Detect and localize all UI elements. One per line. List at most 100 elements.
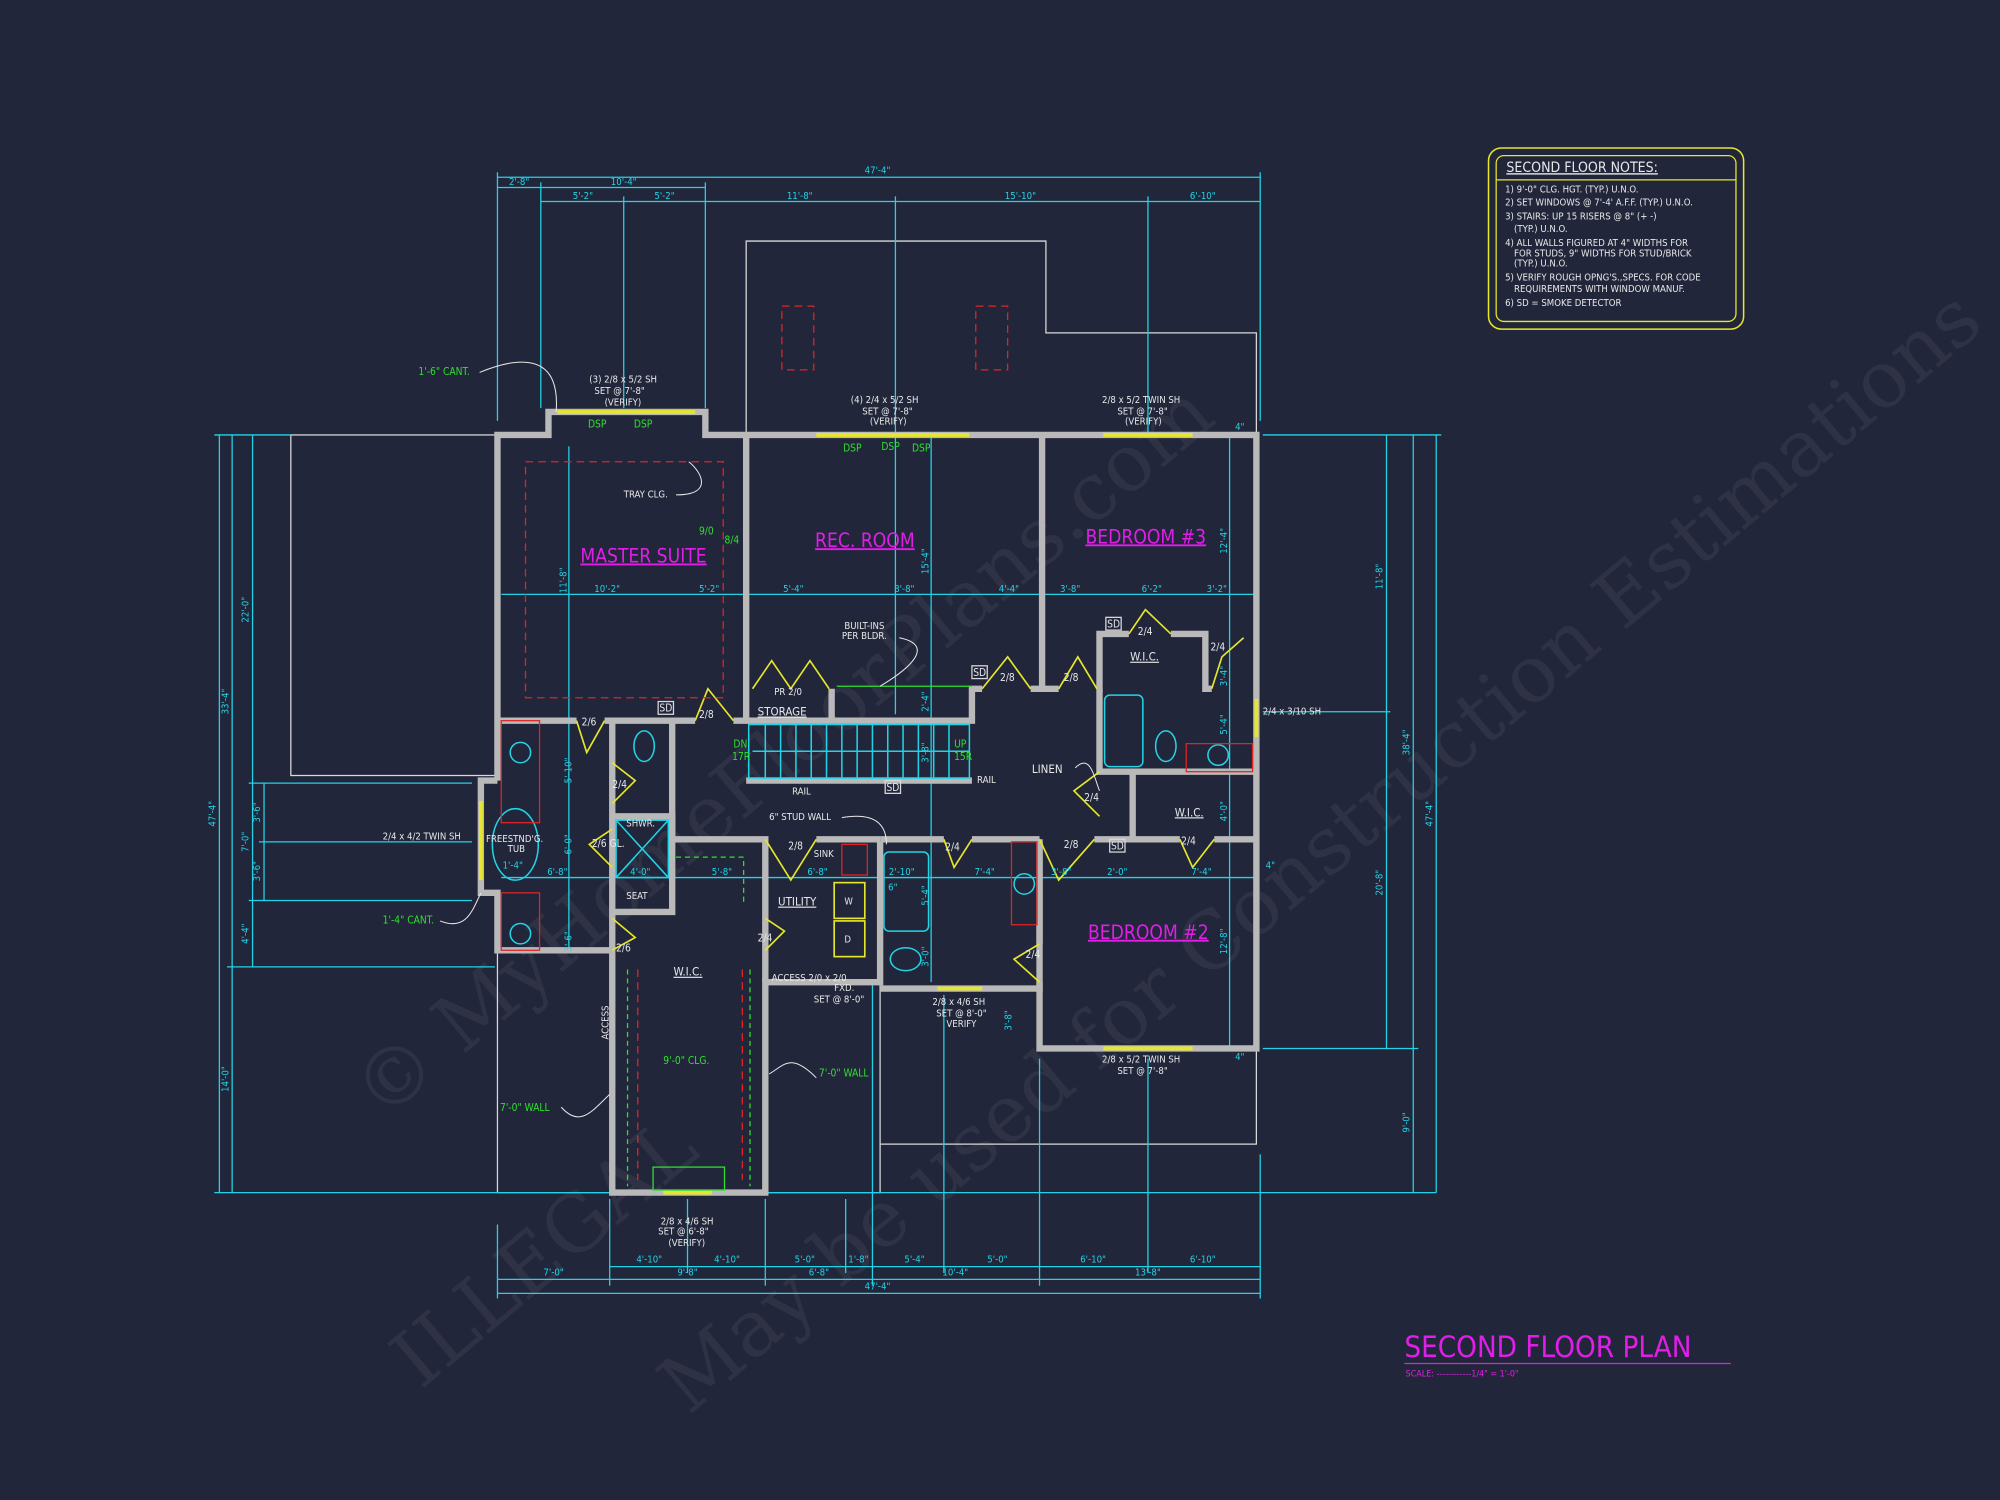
dim: 6'-10" xyxy=(1190,1255,1216,1266)
dim: 5'-0" xyxy=(795,1255,815,1266)
dim: 20'-8" xyxy=(1375,870,1386,896)
leaders xyxy=(439,361,1100,1118)
dim: 10'-4" xyxy=(942,1268,968,1279)
dim: 3'-8" xyxy=(1051,867,1071,878)
dim: 3'-8" xyxy=(921,742,932,762)
stair-up-label: UP xyxy=(954,739,967,750)
dsp-label: DSP xyxy=(881,442,900,453)
tray-ceiling-note: TRAY CLG. xyxy=(623,489,668,500)
dim: 6'-10" xyxy=(1080,1255,1106,1266)
door-label: 2/8 xyxy=(1000,673,1015,684)
dim: 7'-4" xyxy=(1191,867,1211,878)
room-labels: MASTER SUITE REC. ROOM BEDROOM #3 BEDROO… xyxy=(580,525,1208,978)
smoke-detector: SD xyxy=(659,704,672,715)
dim: 1'-8" xyxy=(848,1255,868,1266)
attic-access xyxy=(975,305,1009,371)
room-label-master-suite: MASTER SUITE xyxy=(580,545,706,568)
room-label-wic-bed3: W.I.C. xyxy=(1130,650,1159,664)
dim: 3'-6" xyxy=(252,802,263,822)
dim: 5'-8" xyxy=(712,867,732,878)
dim: 6'-10" xyxy=(1190,191,1216,202)
bottom-dimensions: 4'-10" 4'-10" 5'-0" 1'-8" 5'-4" 5'-0" 6'… xyxy=(543,1255,1215,1293)
dim: 2'-0" xyxy=(1107,867,1127,878)
shower-label: SHWR. xyxy=(626,819,655,830)
door-label: 2/6 xyxy=(582,718,597,729)
dim: 4" xyxy=(1266,861,1275,872)
window-callout: 2/8 x 5/2 TWIN SH xyxy=(1102,395,1180,406)
dim: 6'-2" xyxy=(1142,584,1162,595)
window-callout: (4) 2/4 x 5/2 SH xyxy=(851,395,919,406)
dim-overall-right: 47'-4" xyxy=(1424,801,1435,827)
note-line: (TYP.) U.N.O. xyxy=(1514,259,1568,270)
window-callout: SET @ 7'-8" xyxy=(862,407,913,418)
dsp-label: DSP xyxy=(912,444,931,455)
cantilever-note: 1'-4" CANT. xyxy=(383,915,434,926)
built-ins-note: PER BLDR. xyxy=(842,631,887,642)
window-callout: 2/4 x 4/2 TWIN SH xyxy=(383,831,461,842)
dim: 5'-4" xyxy=(783,584,803,595)
door-label: 2/6 xyxy=(616,944,631,955)
dim: 3'-6" xyxy=(252,861,263,881)
washer-label: W xyxy=(844,896,853,907)
arch-label: 9/0 xyxy=(699,526,714,537)
access-callout: ACCESS 2/0 x 2/0 xyxy=(772,973,847,984)
dim: 14'-0" xyxy=(220,1066,231,1092)
dim: 3'-8" xyxy=(1003,1010,1014,1030)
dim: 2'-8" xyxy=(509,177,529,188)
door-label: 2/8 xyxy=(1064,673,1079,684)
window-callout: 2/8 x 4/6 SH xyxy=(661,1216,714,1227)
door-label: 2/8 xyxy=(788,841,803,852)
window-callout: SET @ 7'-8" xyxy=(1117,407,1168,418)
dim: 4'-4" xyxy=(999,584,1019,595)
stair-up-risers: 15R xyxy=(954,752,973,763)
dim-overall-bottom: 47'-4" xyxy=(865,1282,891,1293)
dsp-label: DSP xyxy=(843,444,862,455)
door-label: 2/6 GL. xyxy=(592,839,625,850)
dim: 4'-10" xyxy=(714,1255,740,1266)
dim: 5'-0" xyxy=(987,1255,1007,1266)
window-callout: 2/8 x 5/2 TWIN SH xyxy=(1102,1055,1180,1066)
smoke-detector: SD xyxy=(1107,620,1120,631)
dim: 11'-8" xyxy=(1375,564,1386,590)
wall-height-note: 7'-0" WALL xyxy=(500,1103,550,1114)
window-callout: (3) 2/8 x 5/2 SH xyxy=(589,375,657,386)
dryer xyxy=(833,920,866,958)
dim: 5'-10" xyxy=(563,757,574,783)
door-label: 2/4 xyxy=(1026,950,1041,961)
dim: 3'-8" xyxy=(1060,584,1080,595)
dim: 4'-0" xyxy=(630,867,650,878)
dim: 6'-8" xyxy=(809,1268,829,1279)
arch-label: 8/4 xyxy=(724,535,739,546)
window-callout: VERIFY xyxy=(946,1019,977,1030)
dim: 6'-8" xyxy=(807,867,827,878)
doors xyxy=(575,608,1245,983)
dsp-label: DSP xyxy=(634,419,653,430)
dim-overall-left: 47'-4" xyxy=(208,801,219,827)
dim: 10'-4" xyxy=(611,177,637,188)
dim: 7'-0" xyxy=(241,832,252,852)
dim: 15'-4" xyxy=(921,548,932,574)
note-line: (TYP.) U.N.O. xyxy=(1514,224,1568,235)
access-label: ACCESS xyxy=(600,1005,611,1039)
stair-down-risers: 17R xyxy=(732,752,751,763)
door-label: 2/4 xyxy=(1181,836,1196,847)
note-line: 4) ALL WALLS FIGURED AT 4" WIDTHS FOR xyxy=(1505,238,1688,249)
lavatory-sink xyxy=(509,741,532,764)
notes-title: SECOND FLOOR NOTES: xyxy=(1506,160,1658,176)
dimension-lines xyxy=(214,172,1442,1299)
note-line: REQUIREMENTS WITH WINDOW MANUF. xyxy=(1514,284,1685,295)
utility-sink xyxy=(841,843,868,876)
shower xyxy=(615,819,670,879)
dim: 6'-0" xyxy=(563,834,574,854)
dim: 7'-4" xyxy=(975,867,995,878)
access-callout: SET @ 8'-0" xyxy=(814,995,865,1006)
dim: 33'-4" xyxy=(220,689,231,715)
note-line: 5) VERIFY ROUGH OPNG'S.,SPECS. FOR CODE xyxy=(1505,273,1701,284)
dim: 5'-2" xyxy=(699,584,719,595)
rail-note: RAIL xyxy=(977,775,996,786)
window-callout: (VERIFY) xyxy=(870,417,907,428)
dim: 9'-8" xyxy=(677,1268,697,1279)
interior-dimensions: 10'-2" 5'-2" 5'-4" 8'-8" 4'-4" 3'-8" 6'-… xyxy=(503,422,1276,1063)
